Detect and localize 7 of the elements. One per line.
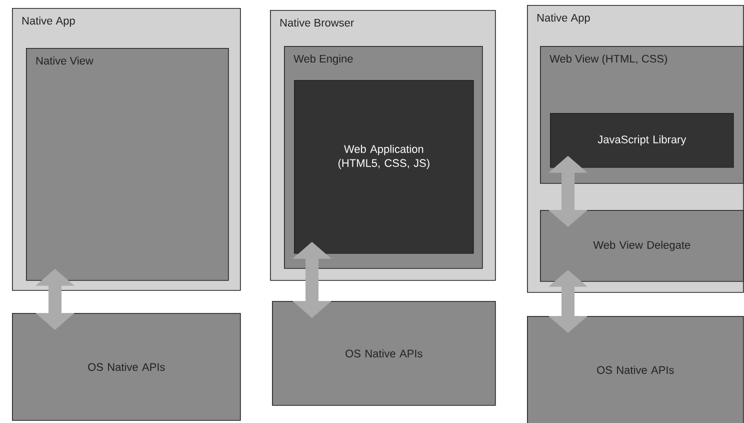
component-box: Web View Delegate	[540, 210, 744, 282]
layer-box: OS Native APIs	[12, 313, 241, 421]
component-box: JavaScript Library	[550, 113, 734, 168]
component-box: Web Application (HTML5, CSS, JS)	[294, 80, 474, 254]
container-box: Native View	[26, 48, 229, 281]
layer-box: OS Native APIs	[272, 301, 496, 406]
layer-box: OS Native APIs	[527, 316, 744, 423]
